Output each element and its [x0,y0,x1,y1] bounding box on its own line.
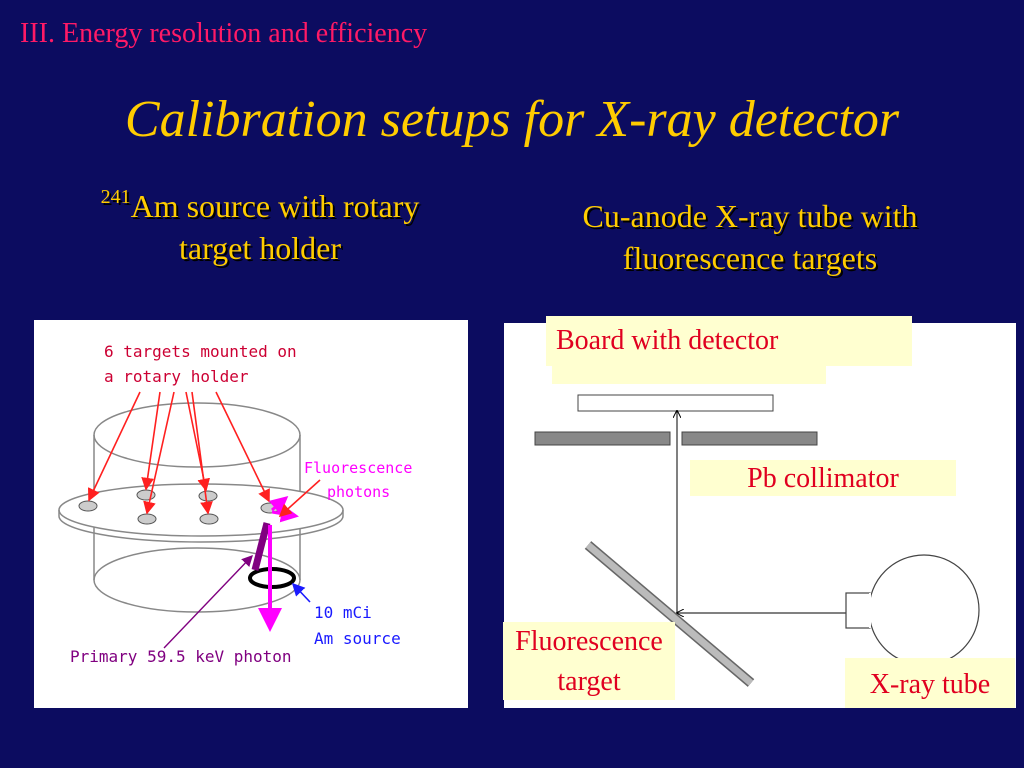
right-heading: Cu-anode X-ray tube with fluorescence ta… [520,196,980,279]
slide-title: Calibration setups for X-ray detector [124,91,900,148]
fluorescence-annotation-line2: photons [327,483,390,501]
target-pointer-arrow [87,391,141,502]
xray-tube-bulb [868,554,980,666]
target-label-line1: Fluorescence [515,626,663,657]
source-annotation-line1: 10 mCi [314,603,372,622]
fluorescence-annotation-line1: Fluorescence [304,459,412,477]
left-heading: 241Am source with rotary target holder [40,186,480,269]
board-with-detector-label: Board with detector [546,316,912,366]
right-heading-line1: Cu-anode X-ray tube with [582,198,918,234]
xray-tube-drawing [534,394,980,687]
targets-annotation-line1: 6 targets mounted on [104,342,297,361]
source-pointer-arrow [291,582,311,603]
pb-collimator-right [681,431,818,446]
am-source-diagram: 6 targets mounted on a rotary holder Flu… [34,320,468,708]
primary-photon-beam [251,522,271,571]
pb-collimator-left [534,431,671,446]
target-pointer-arrows [87,391,270,515]
section-title: III. Energy resolution and efficiency [20,18,428,49]
fluorescence-photons-pointer [278,479,321,518]
target-disc [137,513,157,525]
target-pointer-arrow [141,391,161,491]
source-annotation-line2: Am source [314,629,401,648]
xray-tube-window [845,592,871,629]
isotope-superscript: 241 [100,186,131,208]
rotary-plate [58,483,344,537]
target-pointer-arrow [215,391,270,503]
fluorescence-target-label: Fluorescence target [503,622,675,700]
cylinder-bottom [93,547,301,613]
detector-board [577,394,774,412]
primary-photon-annotation: Primary 59.5 keV photon [70,647,292,666]
board-label-backdrop [552,360,826,384]
target-disc [198,490,218,502]
pb-collimator-label: Pb collimator [690,460,956,496]
target-label-line2: target [557,666,621,697]
target-disc [78,500,98,512]
target-pointer-arrow [143,391,175,515]
am-source-drawing: 6 targets mounted on a rotary holder Flu… [58,342,412,666]
xray-tube-label: X-ray tube [845,658,1015,708]
target-pointer-arrow [191,391,213,515]
targets-annotation-line2: a rotary holder [104,367,249,386]
target-disc [199,513,219,525]
rotary-plate-edge [58,510,344,543]
right-heading-line2: fluorescence targets [622,239,878,276]
left-heading-line2: target holder [178,229,341,266]
primary-photon-pointer [163,554,253,649]
left-heading-line1: Am source with rotary [130,188,420,224]
